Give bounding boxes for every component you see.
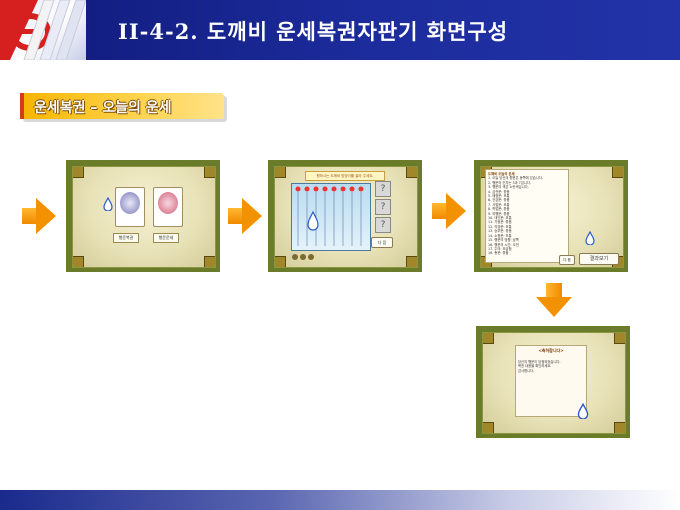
- congrats-title: <축하합니다>: [538, 348, 564, 353]
- flow-arrow-right-icon: [432, 193, 466, 229]
- screen-select-menu: 행운복권 행운운세: [66, 160, 220, 272]
- next-button[interactable]: 다 음: [371, 237, 393, 248]
- goblin-mascot-icon: [103, 197, 113, 211]
- congrats-line: 감사합니다.: [518, 368, 535, 373]
- fortune-line: 10. 대인운: 보통: [488, 216, 512, 221]
- fortune-line: 6. 건강운: 좋음: [488, 198, 510, 203]
- flow-arrow-right-icon: [228, 198, 262, 234]
- lottery-card[interactable]: [115, 187, 145, 227]
- bat-selection-board[interactable]: [291, 183, 371, 251]
- congrats-line: 당신의 행운이 당첨되었습니다.: [518, 360, 561, 364]
- prev-next-button[interactable]: 다 음: [559, 255, 575, 265]
- fortune-card[interactable]: [153, 187, 183, 227]
- screen-fortune-result: 도깨비 오늘의 운세 1. 오늘 당신의 행운은 동쪽에 있습니다. 2. 행운…: [474, 160, 628, 272]
- congrats-line: 복권 내용을 확인하세요.: [518, 364, 552, 369]
- fortune-heading: 도깨비 오늘의 운세: [488, 172, 515, 176]
- fortune-line: 9. 여행운: 좋음: [488, 211, 510, 216]
- fortune-line: 2. 행운의 숫자는 3과 7입니다.: [488, 180, 531, 185]
- fortune-line: 13. 승부운: 좋음: [488, 229, 512, 234]
- fortune-line: 7. 사업운: 보통: [488, 202, 510, 207]
- fortune-line: 15. 행운의 방향: 남쪽: [488, 238, 519, 243]
- logo-e-icon: [0, 0, 86, 60]
- flow-arrow-down-icon: [536, 283, 572, 319]
- fortune-line: 8. 학업운: 좋음: [488, 207, 510, 212]
- fortune-line: 14. 소원운: 보통: [488, 233, 512, 238]
- fortune-line: 5. 애정운: 보통: [488, 194, 510, 199]
- fortune-line: 16. 행운의 시간: 오전: [488, 242, 519, 247]
- fortune-text-panel: 도깨비 오늘의 운세 1. 오늘 당신의 행운은 동쪽에 있습니다. 2. 행운…: [485, 169, 569, 263]
- fortune-line: 3. 행운의 색은 노란색입니다.: [488, 185, 529, 190]
- hidden-card-3[interactable]: ?: [375, 217, 391, 233]
- fortune-line: 17. 주의: 조급함: [488, 246, 512, 251]
- hidden-card-2[interactable]: ?: [375, 199, 391, 215]
- page-title: II-4-2. 도깨비 운세복권자판기 화면구성: [118, 19, 509, 44]
- goblin-mascot-icon: [577, 403, 589, 419]
- lucky-fortune-button[interactable]: 행운운세: [153, 233, 179, 243]
- goblin-icons-row: [292, 254, 314, 260]
- instruction-banner: 원하시는 도깨비 방망이를 골라 주세요.: [305, 171, 385, 181]
- fortune-line: 12. 직장운: 보통: [488, 224, 512, 229]
- hidden-card-1[interactable]: ?: [375, 181, 391, 197]
- company-logo: [0, 0, 86, 60]
- screen-congratulations: <축하합니다> 당신의 행운이 당첨되었습니다. 복권 내용을 확인하세요. 감…: [476, 326, 630, 438]
- fortune-line: 18. 총운: 좋음: [488, 251, 509, 256]
- flow-arrow-right-icon: [22, 198, 56, 234]
- footer-bar: [0, 490, 680, 510]
- section-label-text: 운세복권 – 오늘의 운세: [34, 100, 172, 116]
- view-result-button[interactable]: 결과보기: [579, 253, 619, 265]
- slide-header: II-4-2. 도깨비 운세복권자판기 화면구성: [0, 0, 680, 60]
- goblin-mascot-icon: [585, 231, 595, 245]
- screen-bat-board: 원하시는 도깨비 방망이를 골라 주세요. ? ? ? 다 음: [268, 160, 422, 272]
- fortune-line: 4. 금전운: 좋음: [488, 189, 510, 194]
- fortune-line: 11. 가정운: 좋음: [488, 220, 512, 225]
- congrats-panel: <축하합니다> 당신의 행운이 당첨되었습니다. 복권 내용을 확인하세요. 감…: [515, 345, 587, 417]
- fortune-line: 1. 오늘 당신의 행운은 동쪽에 있습니다.: [488, 176, 543, 181]
- lucky-lottery-button[interactable]: 행운복권: [113, 233, 139, 243]
- section-label: 운세복권 – 오늘의 운세: [20, 93, 224, 119]
